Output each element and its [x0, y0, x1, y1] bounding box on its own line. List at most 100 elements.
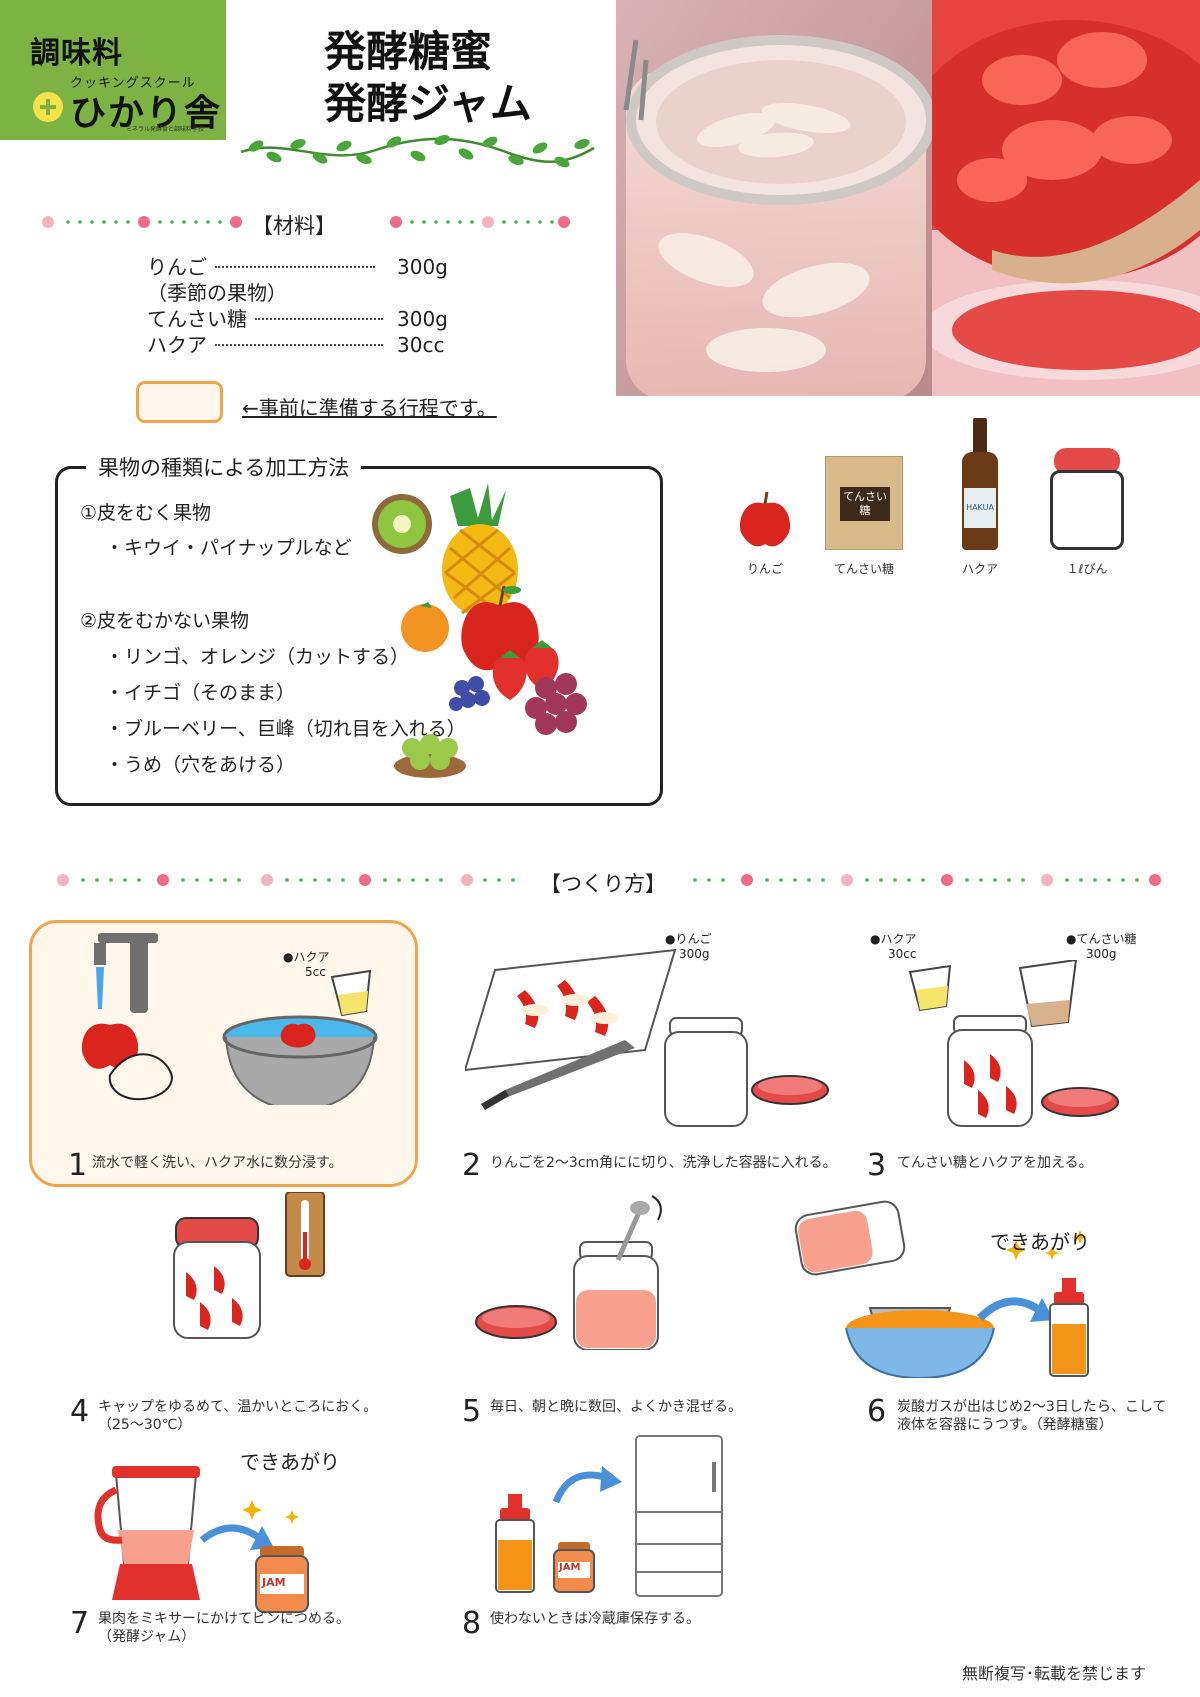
- step-8-jam-label: JAM: [559, 1562, 581, 1573]
- sparkle-icon: [242, 1500, 299, 1524]
- step-1-number: 1: [68, 1148, 88, 1183]
- step-3-text: てんさい糖とハクアを加える。: [897, 1155, 1093, 1171]
- jar-with-apples-icon: [947, 1015, 1033, 1127]
- jar-with-apples-icon: [173, 1217, 261, 1339]
- step-1-label: 5cc: [305, 965, 326, 979]
- ingredient-row: ハクア 30cc: [147, 332, 444, 358]
- step-7-illustration: [94, 1466, 309, 1613]
- fruit-group-1-item: ・キウイ・パイナップルなど: [105, 537, 352, 559]
- step-6-illustration: [794, 1200, 1089, 1378]
- step-6-text-2: 液体を容器にうつす。（発酵糖蜜）: [897, 1417, 1113, 1433]
- ingredient-name: ハクア: [147, 333, 207, 357]
- logo-plus-icon: [33, 92, 63, 122]
- title-line-1: 発酵糖蜜: [324, 27, 493, 76]
- step-2-text: りんごを2〜3cm角にに切り、洗浄した容器に入れる。: [490, 1155, 837, 1171]
- dot-leader: [215, 344, 383, 346]
- tilted-jar-icon: [794, 1200, 906, 1276]
- step-3-label: ●てんさい糖: [1066, 932, 1137, 946]
- step-7-jam-label: JAM: [262, 1576, 286, 1589]
- fruit-group-2-title: ②皮をむかない果物: [80, 610, 250, 632]
- supply-label: りんご: [746, 562, 783, 576]
- hakua-bottle-icon: HAKUA: [958, 418, 1002, 550]
- step-6-text: 炭酸ガスが出はじめ2〜3日したら、こして: [897, 1399, 1167, 1415]
- arrow-icon: [977, 1297, 1054, 1322]
- thermometer-icon: [285, 1192, 325, 1277]
- arrow-icon: [552, 1466, 622, 1504]
- arrow-icon: [199, 1524, 274, 1550]
- photo-syrup-jar: [616, 0, 932, 396]
- preparation-legend-box: [136, 381, 223, 423]
- step-7-text-2: （発酵ジャム）: [98, 1629, 196, 1645]
- grape-icon: [525, 673, 587, 735]
- step-3-label: 30cc: [888, 947, 917, 961]
- step-4-illustration: [173, 1192, 325, 1339]
- cutting-board-icon: [465, 948, 677, 1072]
- fruit-group-2-item: ・うめ（穴をあける）: [105, 754, 296, 776]
- jam-jar-icon: [553, 1542, 595, 1593]
- jam-jar-icon: [255, 1546, 309, 1613]
- step-3-illustration: [908, 960, 1119, 1127]
- step-5-text: 毎日、朝と晩に数回、よくかき混ぜる。: [490, 1399, 742, 1415]
- strainer-bowl-icon: [845, 1307, 995, 1378]
- step-7-text: 果肉をミキサーにかけてビンにつめる。: [98, 1611, 350, 1627]
- logo-subtitle: クッキングスクール: [70, 76, 196, 91]
- title-line-2: 発酵ジャム: [324, 79, 532, 128]
- step-3-label: ●ハクア: [870, 932, 917, 946]
- sugar-pack-icon: てんさい糖: [825, 456, 903, 550]
- supply-label: ハクア: [961, 562, 998, 576]
- ingredient-name: てんさい糖: [147, 307, 247, 331]
- ingredient-qty: 300g: [397, 255, 448, 279]
- ingredient-row: （季節の果物）: [147, 280, 391, 306]
- step-6-number: 6: [867, 1394, 887, 1429]
- copyright-notice: 無断複写･転載を禁じます: [962, 1664, 1147, 1683]
- step-7-number: 7: [70, 1606, 90, 1641]
- blueberry-icon: [449, 676, 490, 711]
- step-2-illustration: [465, 948, 829, 1127]
- sugar-pack-text: てんさい糖: [840, 487, 890, 521]
- bowl-icon: [222, 1015, 378, 1105]
- fruit-box-title: 果物の種類による加工方法: [86, 452, 362, 482]
- ingredient-row: てんさい糖 300g: [147, 306, 448, 332]
- refrigerator-icon: [635, 1435, 723, 1597]
- vine-ornament-icon: [240, 134, 595, 168]
- fruit-group-2-item: ・リンゴ、オレンジ（カットする）: [105, 646, 410, 668]
- materials-heading: 【材料】: [252, 214, 336, 238]
- hand-washing-apple-icon: [81, 1023, 173, 1101]
- materials-rule: [40, 214, 570, 230]
- apple-supply-icon: [739, 491, 791, 547]
- ingredient-row: りんご 300g: [147, 254, 448, 280]
- apple-icon: [461, 585, 539, 671]
- step-6-done-label: できあがり: [990, 1230, 1090, 1254]
- blender-icon: [94, 1466, 200, 1600]
- logo-name: ひかり舎: [70, 92, 223, 134]
- fruit-illustrations: [372, 483, 587, 778]
- method-heading: 【つくり方】: [532, 868, 674, 898]
- fruit-group-2-item: ・イチゴ（そのまま）: [105, 682, 296, 704]
- hakua-cup-icon: [908, 964, 952, 1012]
- logo-tagline: ミネラル発酵食と調味料学校: [126, 126, 205, 133]
- step-3-label: 300g: [1086, 947, 1117, 961]
- step-4-text: キャップをゆるめて、温かいところにおく。: [98, 1399, 378, 1415]
- ingredient-qty: 30cc: [397, 333, 445, 357]
- jar-1l-icon: [1050, 448, 1124, 550]
- supply-label: １ℓびん: [1066, 562, 1108, 576]
- dot-leader: [215, 266, 375, 268]
- step-5-illustration: [475, 1195, 662, 1350]
- syrup-bottle-icon: [1049, 1278, 1089, 1377]
- step-3-number: 3: [867, 1148, 887, 1183]
- method-rule: [55, 872, 1165, 888]
- step-1-label: ●ハクア: [283, 950, 330, 964]
- photo-jam-spoon: [932, 0, 1200, 396]
- logo-category: 調味料: [30, 36, 123, 71]
- kiwi-icon: [372, 494, 432, 554]
- pineapple-icon: [442, 483, 518, 616]
- step-5-number: 5: [462, 1394, 482, 1429]
- ume-icon: [394, 734, 466, 778]
- step-7-done-label: できあがり: [240, 1450, 340, 1474]
- step-1-text: 流水で軽く洗い、ハクア水に数分浸す。: [92, 1155, 343, 1171]
- jar-lid-icon: [751, 1075, 829, 1105]
- supply-label: てんさい糖: [833, 562, 894, 576]
- step-1-illustration: [81, 933, 378, 1105]
- step-8-illustration: [495, 1435, 723, 1597]
- page-title: 発酵糖蜜 発酵ジャム: [324, 26, 532, 130]
